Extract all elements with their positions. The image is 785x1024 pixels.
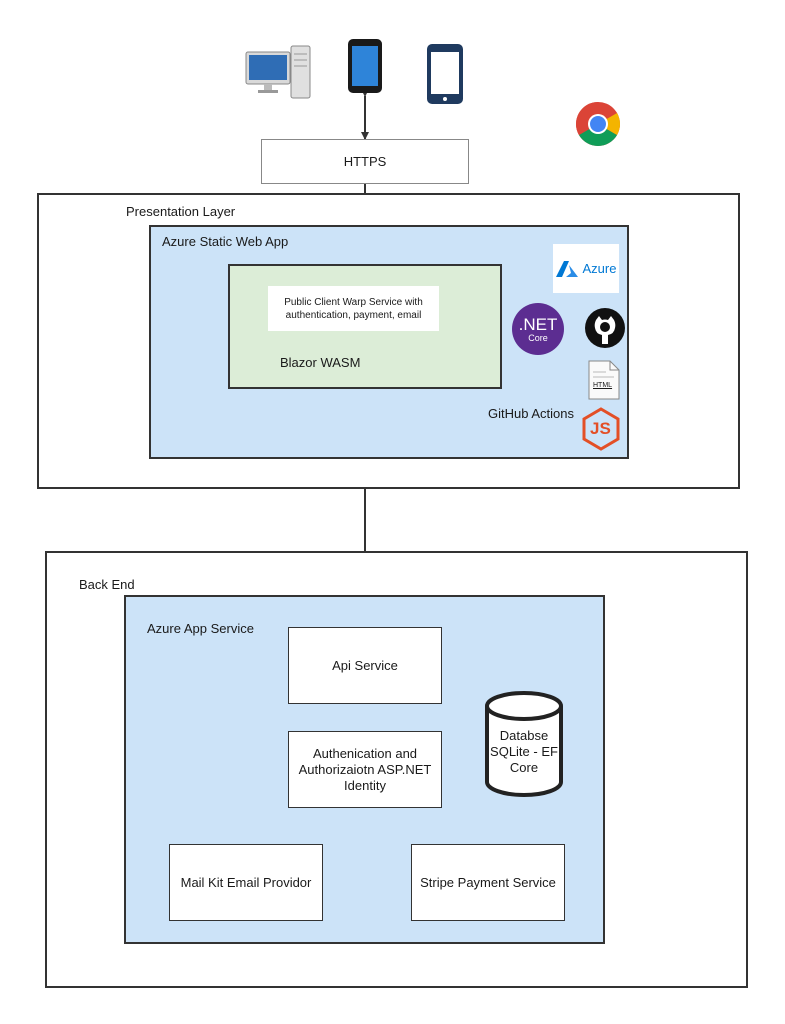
mail-kit-box: Mail Kit Email Providor [169, 844, 323, 921]
mail-kit-label: Mail Kit Email Providor [180, 874, 312, 890]
database-label: Databse SQLite - EF Core [490, 728, 558, 775]
azure-logo: Azure [553, 244, 619, 293]
https-box: HTTPS [261, 139, 469, 184]
stripe-payment-box: Stripe Payment Service [411, 844, 565, 921]
back-end-label: Back End [79, 577, 135, 592]
github-icon [584, 307, 626, 349]
desktop-computer-icon [244, 44, 312, 100]
tablet-icon [346, 38, 384, 94]
github-actions-label: GitHub Actions [488, 406, 574, 421]
public-client-service-label: Public Client Warp Service with authenti… [284, 296, 423, 321]
dotnet-logo-subtext: Core [528, 332, 548, 343]
stripe-payment-label: Stripe Payment Service [420, 874, 556, 890]
js-icon-label: JS [590, 419, 611, 438]
azure-app-service-label: Azure App Service [147, 621, 254, 636]
auth-identity-box: Authenication and Authorizaiotn ASP.NET … [288, 731, 442, 808]
public-client-service: Public Client Warp Service with authenti… [268, 286, 439, 331]
smartphone-icon [424, 42, 466, 106]
azure-logo-text: Azure [582, 261, 617, 276]
nodejs-icon: JS [582, 407, 620, 451]
dotnet-core-logo: .NET Core [512, 303, 564, 355]
dotnet-logo-text: .NET [518, 314, 558, 334]
api-service-label: Api Service [332, 657, 398, 673]
blazor-wasm-label: Blazor WASM [280, 355, 361, 370]
html-icon-label: HTML [593, 382, 613, 389]
chrome-icon [574, 100, 622, 148]
https-label: HTTPS [343, 154, 387, 169]
database-cylinder: Databse SQLite - EF Core [484, 690, 564, 798]
auth-identity-label: Authenication and Authorizaiotn ASP.NET … [298, 745, 432, 793]
azure-static-web-app-label: Azure Static Web App [162, 234, 289, 249]
azure-icon [555, 260, 578, 277]
api-service-box: Api Service [288, 627, 442, 704]
presentation-layer-label: Presentation Layer [126, 204, 236, 219]
html-file-icon: HTML [588, 360, 620, 400]
